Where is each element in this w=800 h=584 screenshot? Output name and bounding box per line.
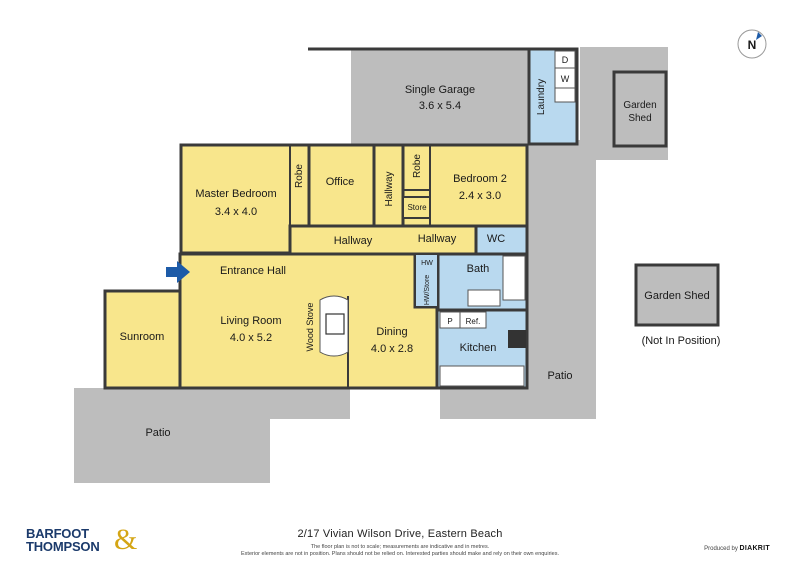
patio-right-name: Patio	[547, 370, 572, 382]
bath-tub	[502, 255, 526, 301]
master-bedroom-dims: 3.4 x 4.0	[215, 206, 257, 218]
kitchen-name: Kitchen	[460, 342, 497, 354]
bath-name: Bath	[467, 263, 490, 275]
store-name: Store	[407, 203, 427, 212]
washer-label: W	[561, 74, 570, 84]
brand-line-1: BARFOOT	[26, 526, 89, 541]
living-room-dims: 4.0 x 5.2	[230, 332, 272, 344]
garage-area	[351, 49, 529, 147]
master-bedroom-name: Master Bedroom	[195, 188, 276, 200]
disclaimer-line-2: Exterior elements are not in position. P…	[241, 551, 559, 557]
garden-shed-top-name2: Shed	[628, 113, 651, 124]
entrance-arrow-icon	[166, 261, 190, 283]
robe2-name: Robe	[412, 154, 423, 178]
patio-left-name: Patio	[145, 427, 170, 439]
fridge-box	[459, 311, 487, 329]
dining-name: Dining	[376, 326, 407, 338]
stove-top	[508, 330, 526, 348]
compass-icon: N	[737, 29, 767, 59]
garden-shed-top	[612, 70, 668, 148]
patio-right-area	[440, 47, 668, 419]
store-room	[402, 196, 431, 219]
brand-line-2: THOMPSON	[26, 539, 100, 554]
living-room-name: Living Room	[220, 315, 281, 327]
hallway1-name: Hallway	[334, 235, 373, 247]
office-room	[307, 143, 376, 229]
wood-stove-unit	[325, 313, 345, 335]
sunroom-name: Sunroom	[120, 331, 165, 343]
hallway-room	[288, 224, 492, 256]
garage-name: Single Garage	[405, 84, 475, 96]
robe1-name: Robe	[294, 164, 305, 188]
compass-label: N	[748, 38, 757, 52]
brand-logo: BARFOOT THOMPSON	[26, 527, 100, 553]
hallway2-name: Hallway	[418, 233, 457, 245]
bench-top	[439, 365, 525, 387]
property-address: 2/17 Vivian Wilson Drive, Eastern Beach	[297, 528, 503, 540]
laundry-name: Laundry	[536, 79, 547, 115]
hw-name: HW	[421, 260, 433, 267]
laundry-sink	[554, 87, 576, 103]
disclaimer-line-1: The floor plan is not to scale; measurem…	[310, 544, 490, 550]
hwstore-name: HW/Store	[424, 275, 431, 305]
hw-room	[414, 253, 439, 308]
patio-left-area	[74, 388, 350, 483]
garage-dims: 3.6 x 5.4	[419, 100, 461, 112]
garden-shed-top-name1: Garden	[623, 100, 656, 111]
dryer-label: D	[562, 55, 569, 65]
brand-ampersand: &	[114, 523, 138, 556]
outdoor-areas	[74, 47, 668, 483]
dining-dims: 4.0 x 2.8	[371, 343, 413, 355]
vanity	[467, 289, 501, 307]
pantry-name: P	[447, 317, 452, 326]
bedroom2-dims: 2.4 x 3.0	[459, 190, 501, 202]
wood-stove-name: Wood Stove	[305, 303, 315, 352]
hallway-vertical-name: Hallway	[384, 171, 395, 206]
garden-shed-note: (Not In Position)	[642, 335, 721, 347]
room-labels: Single Garage 3.6 x 5.4 Laundry D W Gard…	[120, 55, 721, 439]
bedroom2-name: Bedroom 2	[453, 173, 507, 185]
garden-shed-detached-name: Garden Shed	[644, 290, 709, 302]
office-name: Office	[326, 176, 355, 188]
entrance-hall-name: Entrance Hall	[220, 265, 286, 277]
producer-name: DIAKRIT	[739, 545, 770, 552]
produced-by: Produced by DIAKRIT	[704, 545, 770, 552]
hallway-vertical-room	[372, 143, 405, 228]
garden-shed-detached	[634, 263, 720, 327]
wc-name: WC	[487, 233, 505, 245]
house-rooms	[103, 143, 529, 390]
produced-by-label: Produced by	[704, 546, 738, 552]
fridge-name: Ref.	[466, 317, 481, 326]
